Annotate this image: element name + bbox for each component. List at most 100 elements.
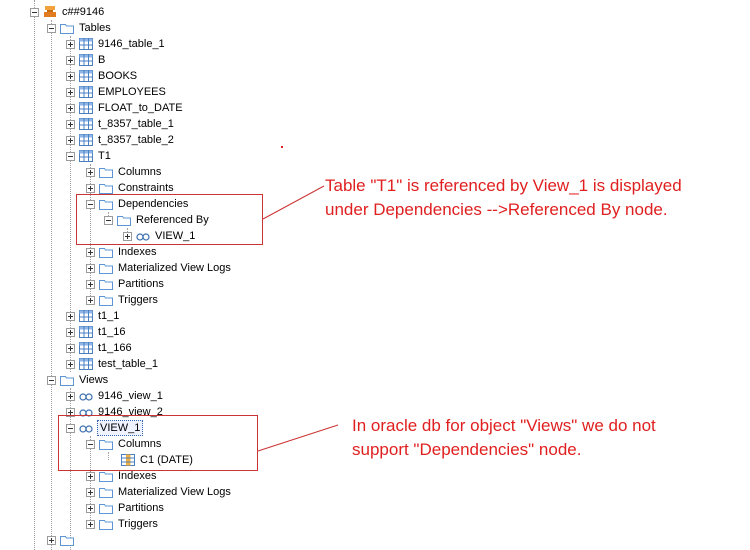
tree-node-columns[interactable]: Columns (86, 164, 162, 180)
folder-label: Columns (118, 166, 162, 178)
tree-node-triggers[interactable]: Triggers (86, 516, 159, 532)
tree-node-schema[interactable]: c##9146 (30, 4, 105, 20)
table-label: t1_166 (98, 342, 132, 354)
tree-node-table[interactable]: BOOKS (66, 68, 138, 84)
tree-node-indexes[interactable]: Indexes (86, 244, 158, 260)
expand-toggle-icon[interactable] (66, 39, 75, 49)
expand-toggle-icon[interactable] (66, 55, 75, 65)
collapse-toggle-icon[interactable] (30, 7, 39, 17)
expand-toggle-icon[interactable] (86, 247, 95, 257)
tree-node-table[interactable]: test_table_1 (66, 356, 159, 372)
table-icon (79, 358, 93, 370)
tree-node-partitions[interactable]: Partitions (86, 276, 165, 292)
folder-icon (117, 216, 131, 226)
collapse-toggle-icon[interactable] (86, 199, 95, 209)
expand-toggle-icon[interactable] (86, 167, 95, 177)
expand-toggle-icon[interactable] (86, 295, 95, 305)
tree-node-table[interactable]: t1_166 (66, 340, 133, 356)
expand-toggle-icon[interactable] (86, 183, 95, 193)
tree-node-triggers[interactable]: Triggers (86, 292, 159, 308)
folder-label: Dependencies (118, 198, 189, 210)
tree-node-tables-folder[interactable]: Tables (47, 20, 112, 36)
folder-icon (99, 168, 113, 178)
expand-toggle-icon[interactable] (86, 487, 95, 497)
folder-label: Indexes (118, 246, 157, 258)
folder-label: Partitions (118, 502, 164, 514)
expand-toggle-icon[interactable] (66, 135, 75, 145)
tree-node-partial[interactable] (47, 532, 78, 548)
tree-node-columns[interactable]: Columns (86, 436, 162, 452)
expand-toggle-icon[interactable] (66, 359, 75, 369)
expand-toggle-icon[interactable] (66, 343, 75, 353)
tree-node-column-c1[interactable]: C1 (DATE) (121, 452, 194, 468)
folder-label: Constraints (118, 182, 174, 194)
table-icon (79, 70, 93, 82)
annotation-line: under Dependencies -->Referenced By node… (325, 200, 668, 219)
tree-node-constraints[interactable]: Constraints (86, 180, 175, 196)
tables-folder-label: Tables (79, 22, 111, 34)
collapse-toggle-icon[interactable] (66, 423, 75, 433)
expand-toggle-icon[interactable] (66, 103, 75, 113)
expand-toggle-icon[interactable] (66, 391, 75, 401)
expand-toggle-icon[interactable] (123, 231, 132, 241)
tree-node-table[interactable]: t1_1 (66, 308, 120, 324)
tree-guide (108, 452, 109, 460)
tree-node-mview-logs[interactable]: Materialized View Logs (86, 260, 232, 276)
view-icon (79, 425, 93, 433)
annotation-note-2: In oracle db for object "Views" we do no… (352, 414, 656, 462)
folder-icon (60, 376, 74, 386)
collapse-toggle-icon[interactable] (66, 151, 75, 161)
tree-node-dependencies[interactable]: Dependencies (86, 196, 189, 212)
collapse-toggle-icon[interactable] (104, 215, 113, 225)
view-label: VIEW_1 (155, 230, 196, 242)
tree-node-table[interactable]: t_8357_table_2 (66, 132, 175, 148)
table-label: FLOAT_to_DATE (98, 102, 183, 114)
tree-node-view-1[interactable]: VIEW_1 (66, 420, 144, 436)
table-icon (79, 102, 93, 114)
annotation-line: support "Dependencies" node. (352, 440, 582, 459)
expand-toggle-icon[interactable] (86, 503, 95, 513)
tree-node-mview-logs[interactable]: Materialized View Logs (86, 484, 232, 500)
expand-toggle-icon[interactable] (66, 119, 75, 129)
tree-node-view-ref[interactable]: VIEW_1 (123, 228, 196, 244)
expand-toggle-icon[interactable] (66, 407, 75, 417)
tree-node-table[interactable]: FLOAT_to_DATE (66, 100, 184, 116)
folder-icon (99, 472, 113, 482)
views-folder-label: Views (79, 374, 109, 386)
highlight-box-view-1 (58, 415, 258, 471)
collapse-toggle-icon[interactable] (47, 23, 56, 33)
tree-node-referenced-by[interactable]: Referenced By (104, 212, 210, 228)
tree-node-partitions[interactable]: Partitions (86, 500, 165, 516)
tree-node-table[interactable]: B (66, 52, 106, 68)
folder-icon (99, 280, 113, 290)
folder-icon (99, 264, 113, 274)
tree-guide (34, 0, 35, 550)
collapse-toggle-icon[interactable] (47, 375, 56, 385)
expand-toggle-icon[interactable] (86, 519, 95, 529)
expand-toggle-icon[interactable] (86, 471, 95, 481)
tree-node-table[interactable]: EMPLOYEES (66, 84, 167, 100)
expand-toggle-icon[interactable] (66, 311, 75, 321)
tree-node-table-t1[interactable]: T1 (66, 148, 112, 164)
folder-icon (99, 248, 113, 258)
tree-node-table[interactable]: t1_16 (66, 324, 127, 340)
folder-icon (99, 296, 113, 306)
expand-toggle-icon[interactable] (47, 535, 56, 545)
expand-toggle-icon[interactable] (86, 279, 95, 289)
tree-node-table[interactable]: 9146_table_1 (66, 36, 166, 52)
tree-node-views-folder[interactable]: Views (47, 372, 109, 388)
expand-toggle-icon[interactable] (66, 71, 75, 81)
expand-toggle-icon[interactable] (66, 87, 75, 97)
collapse-toggle-icon[interactable] (86, 439, 95, 449)
tree-node-view[interactable]: 9146_view_1 (66, 388, 164, 404)
folder-icon (99, 520, 113, 530)
table-label: test_table_1 (98, 358, 158, 370)
expand-toggle-icon[interactable] (86, 263, 95, 273)
tree-node-indexes[interactable]: Indexes (86, 468, 158, 484)
tree-node-table[interactable]: t_8357_table_1 (66, 116, 175, 132)
highlight-box-dependencies (76, 194, 263, 245)
folder-label: Partitions (118, 278, 164, 290)
table-label: t1_1 (98, 310, 120, 322)
view-icon (79, 409, 93, 417)
expand-toggle-icon[interactable] (66, 327, 75, 337)
